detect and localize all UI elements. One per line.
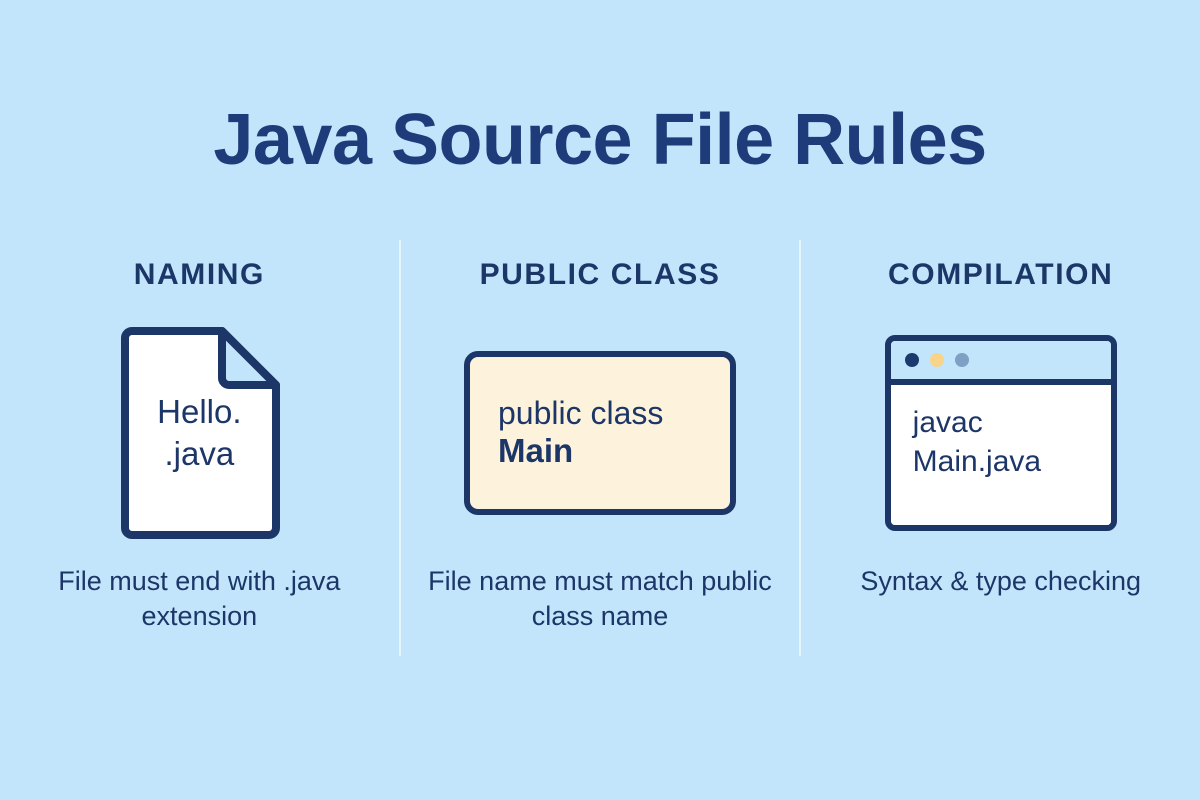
column-heading-compilation: COMPILATION xyxy=(888,258,1114,291)
column-divider-2 xyxy=(799,240,802,656)
column-heading-naming: NAMING xyxy=(133,258,265,291)
code-card-icon: public class Main xyxy=(464,351,736,515)
public-class-illustration: public class Main xyxy=(464,318,736,548)
caption-public-class: File name must match public class name xyxy=(428,566,772,631)
rule-column-naming: NAMING Hello. .java File must end with .… xyxy=(0,240,399,656)
column-heading-public-class: PUBLIC CLASS xyxy=(479,258,721,291)
terminal-title-bar xyxy=(890,341,1111,385)
window-minimize-dot-icon xyxy=(929,353,944,367)
file-document-icon: Hello. .java xyxy=(118,327,281,539)
terminal-window-icon: javac Main.java xyxy=(884,335,1117,531)
column-divider-1 xyxy=(398,240,401,656)
file-name-line-1: Hello. xyxy=(157,393,242,430)
file-name-line-2: .java xyxy=(164,434,235,472)
rules-columns: NAMING Hello. .java File must end with .… xyxy=(0,240,1200,656)
compilation-illustration: javac Main.java xyxy=(884,318,1117,548)
page-title: Java Source File Rules xyxy=(213,100,987,180)
rule-column-public-class: PUBLIC CLASS public class Main File name… xyxy=(401,240,800,656)
terminal-body: javac Main.java xyxy=(890,385,1111,525)
window-maximize-dot-icon xyxy=(954,353,969,367)
terminal-line-2: Main.java xyxy=(912,445,1042,478)
naming-illustration: Hello. .java xyxy=(118,318,281,548)
code-line-1: public class xyxy=(498,394,664,431)
code-line-2: Main xyxy=(498,432,574,470)
file-name-text: Hello. .java xyxy=(118,391,280,474)
caption-naming: File must end with .java extension xyxy=(58,566,341,631)
window-close-dot-icon xyxy=(904,353,919,367)
terminal-line-1: javac xyxy=(912,406,983,439)
rule-column-compilation: COMPILATION javac Main.java Syntax & typ… xyxy=(801,240,1200,656)
caption-compilation: Syntax & type checking xyxy=(860,566,1141,596)
